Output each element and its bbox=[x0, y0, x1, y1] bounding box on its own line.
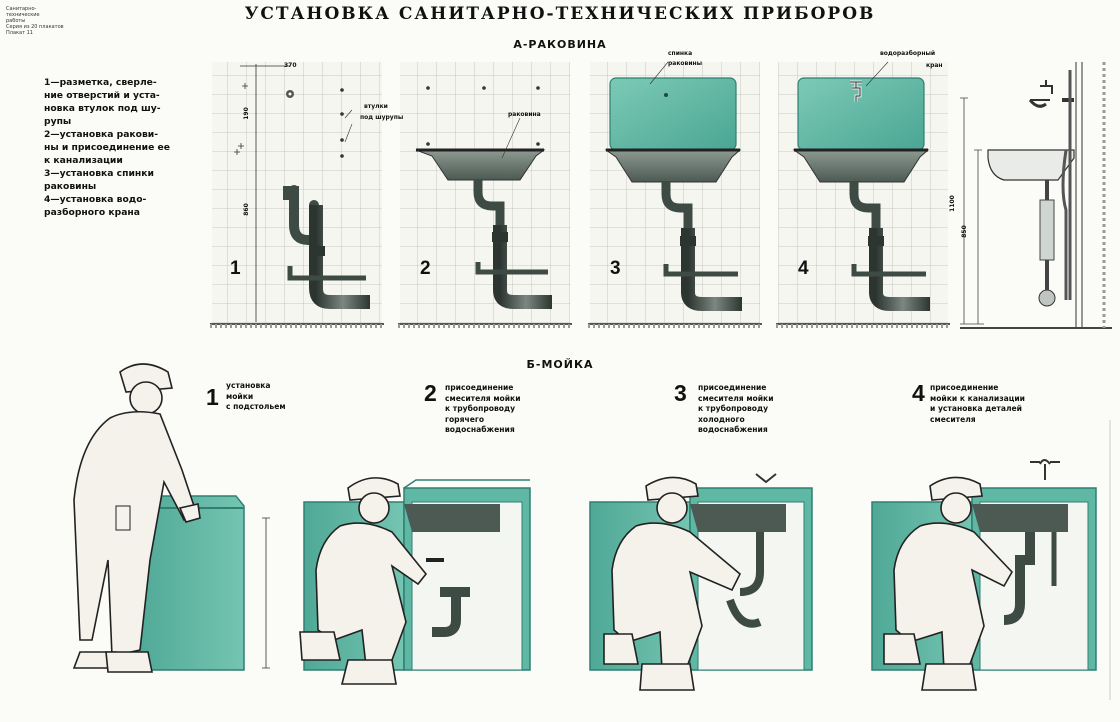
panel-a-1 bbox=[210, 62, 384, 328]
step-a-3-text: 3—установка спинки раковины bbox=[44, 168, 154, 192]
caption-line: смесителя мойки bbox=[698, 393, 774, 403]
label-tap-2: кран bbox=[926, 62, 943, 69]
series-note: Санитарно- технические работы Серия из 2… bbox=[6, 6, 64, 36]
caption-line: установка bbox=[226, 381, 271, 390]
step-b-1-illustration bbox=[72, 363, 270, 673]
panel-a-2 bbox=[398, 62, 572, 328]
dim-370: 370 bbox=[284, 62, 297, 69]
caption-line: и установка деталей bbox=[930, 404, 1022, 413]
caption-line: водоснабжения bbox=[445, 425, 515, 434]
caption-line: присоединение bbox=[930, 383, 999, 392]
step-b-4-illustration bbox=[871, 459, 1097, 691]
step-b-3-illustration bbox=[589, 473, 813, 691]
caption-line: мойки к канализации bbox=[930, 393, 1025, 403]
panel-a-3 bbox=[588, 61, 762, 328]
caption-line: смесителя мойки bbox=[445, 393, 521, 403]
label-sleeves: втулки bbox=[364, 103, 388, 110]
panel-a-4-number: 4 bbox=[798, 258, 809, 279]
poster-title: УСТАНОВКА САНИТАРНО-ТЕХНИЧЕСКИХ ПРИБОРОВ bbox=[244, 4, 876, 24]
section-a-steps: 1—разметка, сверле-ние отверстий и уста-… bbox=[44, 76, 172, 219]
caption-line: горячего bbox=[445, 414, 485, 424]
step-b-4-number: 4 bbox=[912, 380, 925, 406]
caption-line: водоснабжения bbox=[698, 425, 768, 434]
step-a-4-text: 4—установка водо-разборного крана bbox=[44, 194, 147, 218]
side-view-sink bbox=[960, 62, 1112, 329]
step-b-2-illustration bbox=[299, 477, 531, 685]
step-b-1-caption: установка мойки с подстольем bbox=[226, 381, 286, 413]
label-sink: раковина bbox=[508, 111, 541, 118]
label-tap-1: водоразборный bbox=[880, 50, 936, 57]
step-b-3-number: 3 bbox=[674, 380, 687, 406]
step-b-2-number: 2 bbox=[424, 380, 437, 406]
step-b-2-caption: присоединение смесителя мойки к трубопро… bbox=[430, 383, 521, 436]
panel-a-4 bbox=[776, 61, 950, 328]
step-b-4-caption: присоединение мойки к канализации и уста… bbox=[916, 383, 1025, 425]
panel-a-1-number: 1 bbox=[230, 258, 241, 279]
step-a-2-text: 2—установка ракови-ны и присоединение ее… bbox=[44, 129, 170, 166]
caption-line: к трубопроводу bbox=[445, 404, 516, 413]
section-b-title: Б-МОЙКА bbox=[526, 358, 594, 371]
caption-line: к трубопроводу bbox=[698, 404, 769, 413]
step-b-3-caption: присоединение смесителя мойки к трубопро… bbox=[684, 383, 774, 436]
panel-a-2-number: 2 bbox=[420, 258, 431, 279]
step-a-1-text: 1—разметка, сверле-ние отверстий и уста-… bbox=[44, 77, 161, 127]
step-b-1-number: 1 bbox=[206, 384, 219, 410]
caption-line: с подстольем bbox=[226, 402, 286, 411]
panel-a-3-number: 3 bbox=[610, 258, 621, 279]
caption-line: холодного bbox=[698, 414, 745, 424]
label-backsplash-1: спинка bbox=[668, 50, 693, 57]
caption-line: присоединение bbox=[445, 383, 514, 392]
section-a-title: А-РАКОВИНА bbox=[513, 38, 607, 51]
label-for-screws: под шурупы bbox=[360, 114, 404, 121]
caption-line: мойки bbox=[226, 391, 254, 401]
label-backsplash-2: раковины bbox=[668, 60, 703, 67]
caption-line: смесителя bbox=[930, 414, 976, 424]
caption-line: присоединение bbox=[698, 383, 767, 392]
